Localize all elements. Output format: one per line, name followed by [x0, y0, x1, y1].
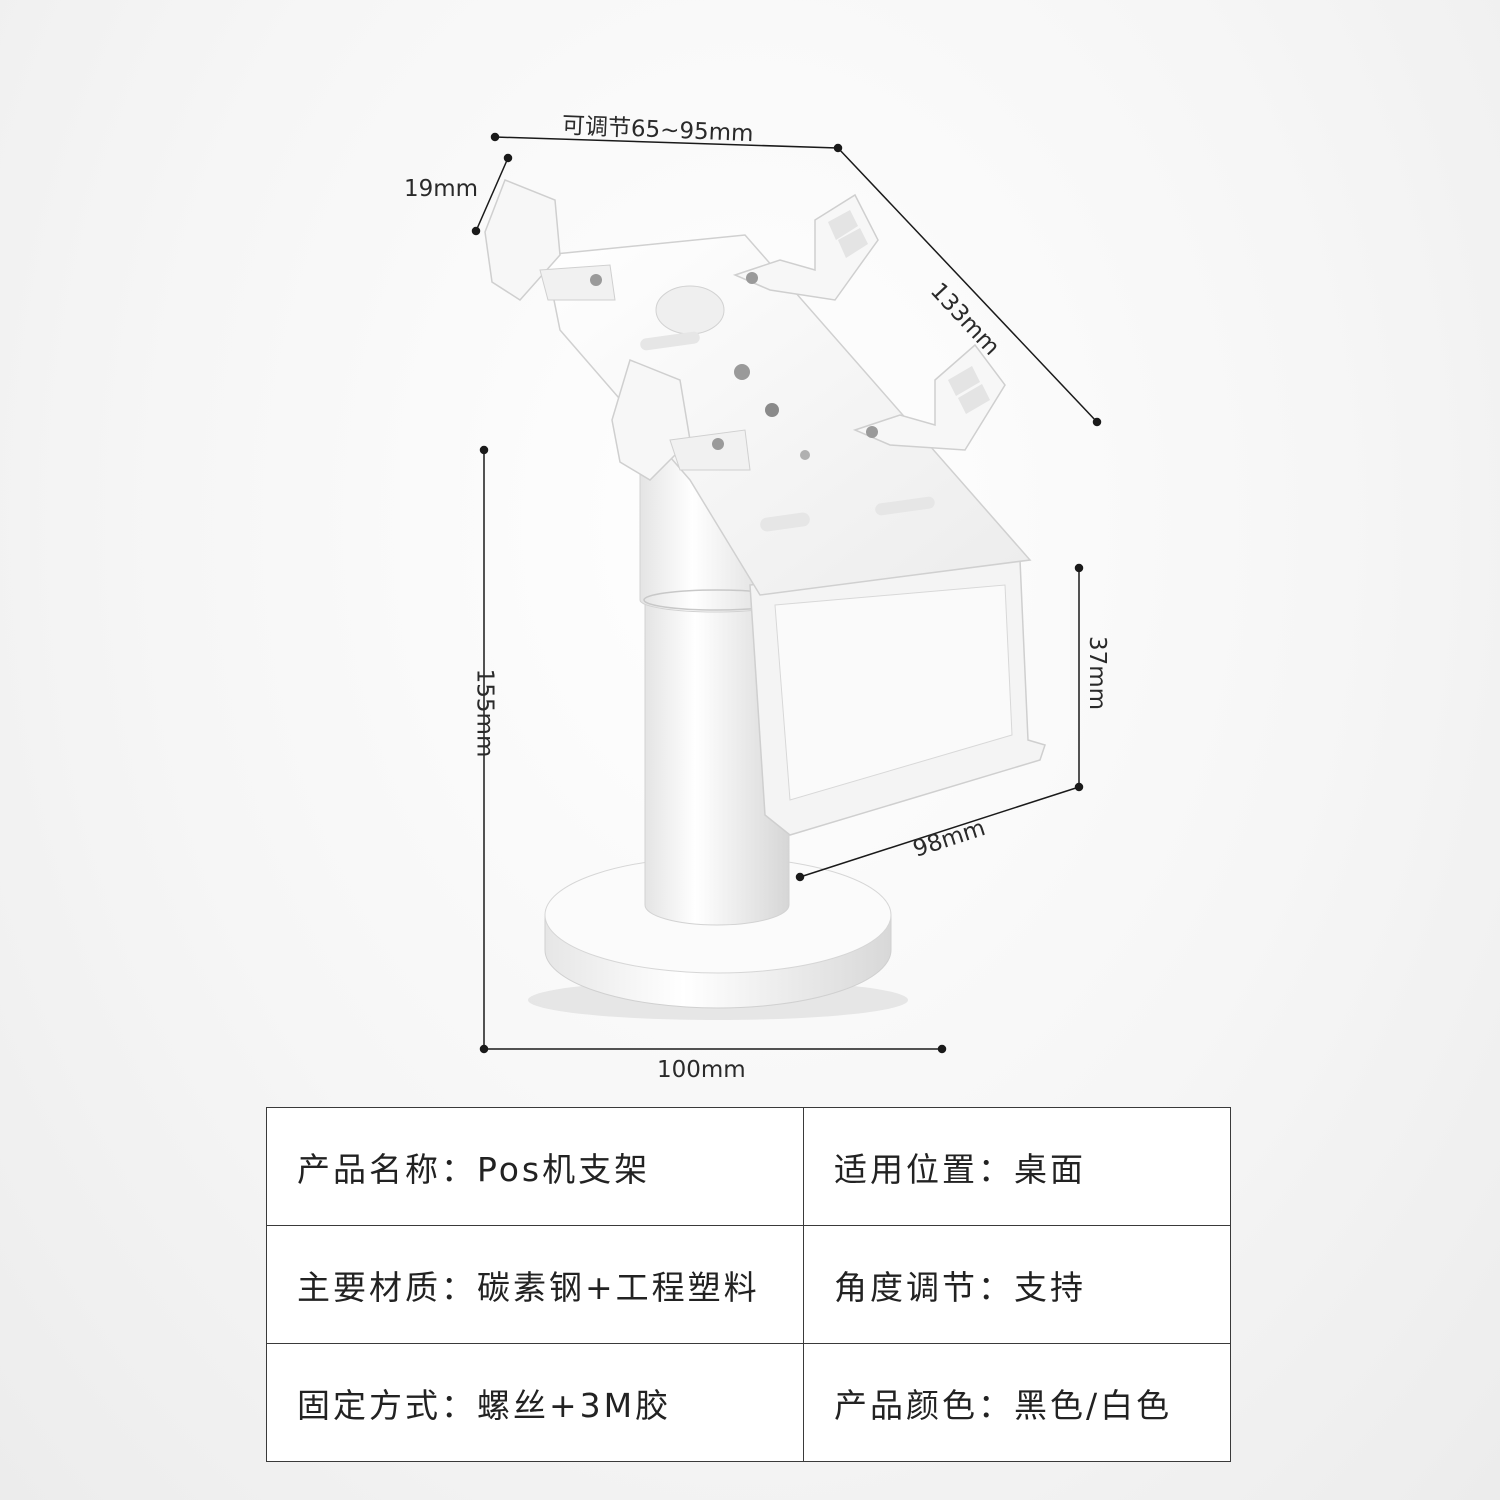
dimension-lines — [471, 132, 1102, 1054]
base-diameter-label: 100mm — [657, 1057, 746, 1083]
spec-table: 产品名称：Pos机支架 适用位置：桌面 主要材质：碳素钢+工程塑料 角度调节：支… — [266, 1107, 1231, 1462]
spec-angle: 角度调节：支持 — [803, 1225, 1231, 1344]
clamp-top-right — [732, 193, 879, 301]
spec-row: 固定方式：螺丝+3M胶 产品颜色：黑色/白色 — [266, 1343, 1231, 1462]
clamp-bottom-right — [852, 343, 1006, 451]
spec-row: 主要材质：碳素钢+工程塑料 角度调节：支持 — [266, 1225, 1231, 1344]
hook-height-label: 37mm — [1084, 635, 1111, 711]
clamp-width-label: 19mm — [404, 176, 479, 202]
clamp-bottom-left — [611, 358, 751, 481]
spec-color: 产品颜色：黑色/白色 — [803, 1343, 1231, 1462]
mounting-plate — [544, 234, 1032, 596]
height-label: 155mm — [471, 668, 498, 758]
spec-mounting: 固定方式：螺丝+3M胶 — [266, 1343, 804, 1462]
spec-location: 适用位置：桌面 — [803, 1107, 1231, 1226]
card-hook-frame — [749, 559, 1046, 836]
clamp-top-left — [484, 179, 616, 301]
spec-product-name: 产品名称：Pos机支架 — [266, 1107, 804, 1226]
spec-row: 产品名称：Pos机支架 适用位置：桌面 — [266, 1107, 1231, 1226]
spec-material: 主要材质：碳素钢+工程塑料 — [266, 1225, 804, 1344]
pos-stand-illustration — [471, 132, 1102, 1054]
